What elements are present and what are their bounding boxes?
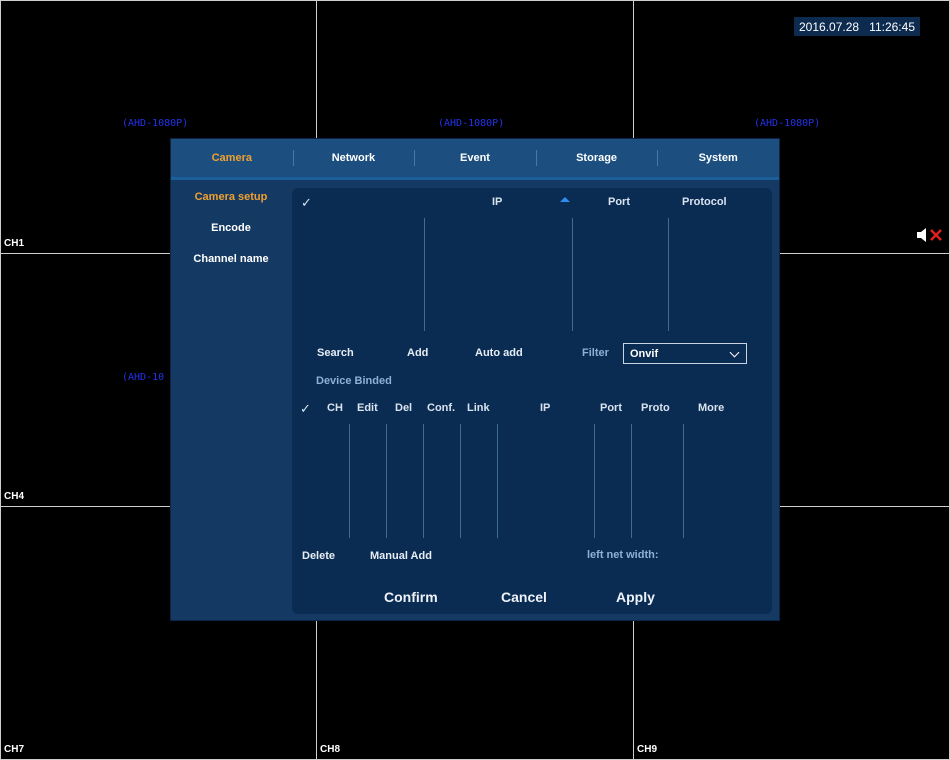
tab-event[interactable]: Event [414,139,536,177]
column-divider [572,218,573,331]
column-header-edit[interactable]: Edit [357,402,378,414]
apply-button[interactable]: Apply [616,589,655,605]
channel-label-7: CH7 [4,744,25,755]
filter-select[interactable]: Onvif [623,343,747,364]
date-text: 2016.07.28 [799,19,860,34]
column-divider [594,424,595,538]
column-divider [349,424,350,538]
main-tabs: Camera Network Event Storage System [171,139,779,180]
column-divider [424,218,425,331]
tab-storage[interactable]: Storage [535,139,658,177]
column-divider [683,424,684,538]
tab-camera[interactable]: Camera [211,152,252,164]
column-header-ip[interactable]: IP [492,196,503,208]
delete-button[interactable]: Delete [302,550,336,562]
tab-system[interactable]: System [657,139,779,177]
column-divider [423,424,424,538]
filter-value: Onvif [630,347,659,360]
channel-label-4: CH4 [4,491,25,502]
net-width-label: left net width: [587,549,659,561]
column-header-protocol[interactable]: Protocol [682,196,727,208]
tab-network[interactable]: Network [292,139,415,177]
column-header-del[interactable]: Del [395,402,413,414]
time-text: 11:26:45 [869,19,915,34]
binded-select-all-checkmark-icon[interactable]: ✓ [300,401,311,416]
sidebar: Camera setup Encode Channel name [171,181,291,274]
column-header-proto[interactable]: Proto [641,402,670,414]
resolution-overlay: (AHD-1080P) [122,118,189,129]
sort-ascending-icon[interactable] [560,197,570,202]
datetime-display: 2016.07.28 11:26:45 [794,17,920,36]
column-header-conf[interactable]: Conf. [427,402,456,414]
resolution-overlay: (AHD-1080P) [438,118,505,129]
column-header-binded-port[interactable]: Port [600,402,622,414]
resolution-overlay: (AHD-1080P) [754,118,821,129]
column-header-ch[interactable]: CH [327,402,343,414]
column-header-more[interactable]: More [698,402,725,414]
auto-add-button[interactable]: Auto add [475,347,523,359]
sidebar-item-camera-setup[interactable]: Camera setup [194,190,268,203]
channel-label-1: CH1 [4,238,25,249]
column-divider [460,424,461,538]
camera-setup-panel: ✓ IP Port Protocol Search Add Auto add F… [292,188,772,614]
filter-label: Filter [582,347,609,359]
column-divider [497,424,498,538]
sidebar-item-encode[interactable]: Encode [211,221,251,234]
add-button[interactable]: Add [407,347,429,359]
cancel-button[interactable]: Cancel [501,589,547,605]
speaker-muted-icon[interactable] [915,225,945,245]
channel-label-8: CH8 [320,744,341,755]
column-divider [386,424,387,538]
resolution-overlay: (AHD-10 [122,372,165,383]
column-header-binded-ip[interactable]: IP [540,402,551,414]
channel-label-9: CH9 [637,744,658,755]
column-divider [668,218,669,331]
column-header-link[interactable]: Link [467,402,490,414]
search-button[interactable]: Search [317,347,354,359]
settings-dialog: Camera Network Event Storage System Came… [171,139,779,620]
device-binded-title: Device Binded [316,375,392,387]
select-all-checkmark-icon[interactable]: ✓ [301,195,312,210]
chevron-down-icon [729,347,740,358]
manual-add-button[interactable]: Manual Add [370,550,432,562]
column-header-port[interactable]: Port [608,196,630,208]
sidebar-item-channel-name[interactable]: Channel name [193,252,269,265]
column-divider [631,424,632,538]
confirm-button[interactable]: Confirm [384,589,438,605]
